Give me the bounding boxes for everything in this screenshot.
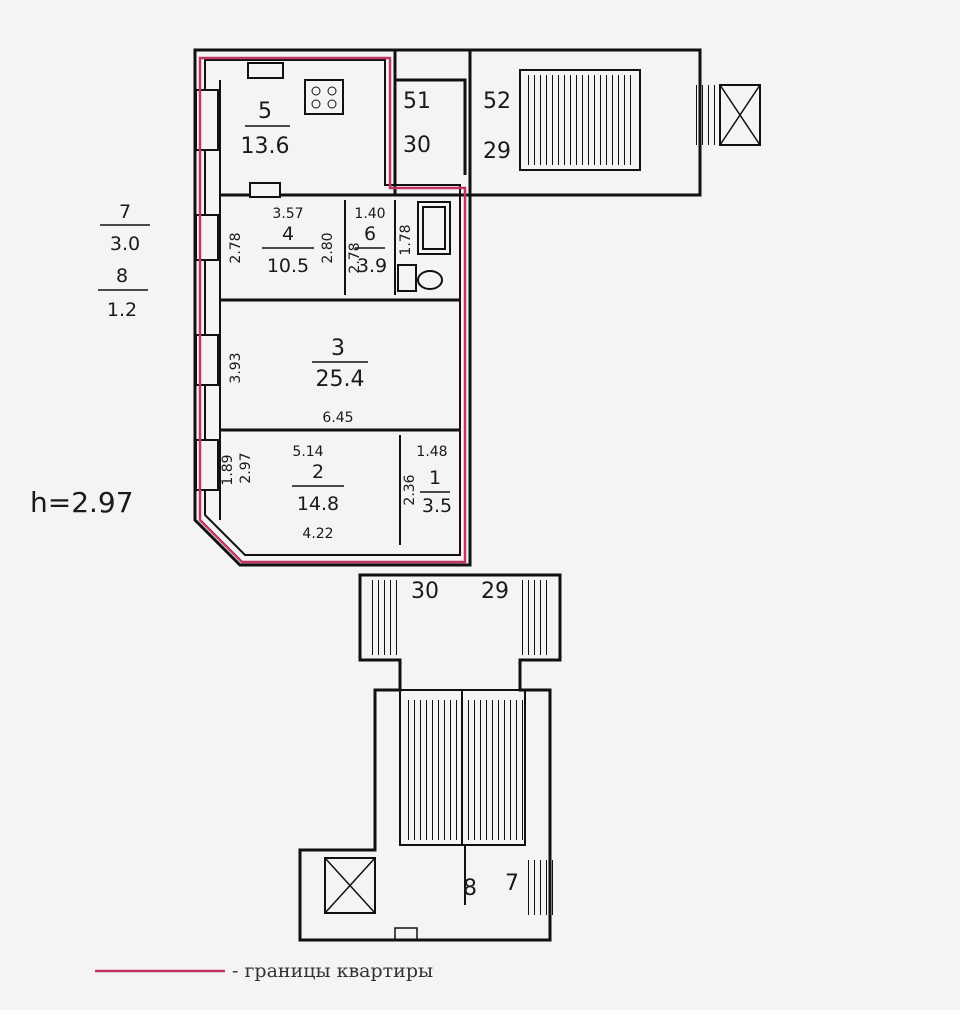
legend: - границы квартиры [95, 960, 433, 982]
room-5-label: 5 13.6 [241, 99, 290, 159]
apartment-boundary [198, 56, 467, 564]
bathtub-icon [417, 201, 451, 255]
svg-text:4: 4 [282, 223, 294, 245]
svg-text:1.78: 1.78 [398, 224, 414, 255]
ceiling-height-note: h=2.97 [30, 486, 134, 519]
room-6-label: 6 3.9 [355, 223, 387, 277]
svg-text:29: 29 [483, 139, 511, 164]
svg-text:1.2: 1.2 [107, 299, 137, 321]
windows [195, 62, 284, 491]
svg-text:1: 1 [429, 467, 441, 489]
svg-text:2.97: 2.97 [238, 452, 254, 483]
svg-text:3.57: 3.57 [272, 206, 303, 222]
svg-text:4.22: 4.22 [302, 526, 333, 542]
svg-text:2.78: 2.78 [228, 232, 244, 263]
svg-text:3.5: 3.5 [422, 495, 452, 517]
svg-text:2: 2 [312, 461, 324, 483]
svg-text:3: 3 [331, 336, 345, 361]
room-1-label: 1 3.5 [420, 467, 452, 517]
window-vestibule-right [520, 580, 550, 655]
svg-text:2.36: 2.36 [402, 474, 418, 505]
svg-text:25.4: 25.4 [316, 367, 365, 392]
room-3-label: 3 25.4 [312, 336, 368, 392]
svg-text:3.0: 3.0 [110, 233, 140, 255]
svg-text:30: 30 [403, 133, 431, 158]
svg-text:13.6: 13.6 [241, 134, 290, 159]
svg-text:2.80: 2.80 [320, 232, 336, 263]
window-stair-lower [525, 860, 555, 915]
svg-text:7: 7 [119, 201, 131, 223]
svg-text:8: 8 [116, 265, 128, 287]
stairs-lower-right [468, 700, 523, 840]
svg-text:6: 6 [364, 223, 376, 245]
room-4-label: 4 10.5 [262, 223, 314, 277]
svg-text:7: 7 [505, 871, 519, 896]
side-note-8: 8 1.2 [98, 265, 148, 321]
stairs-upper [525, 75, 635, 165]
svg-text:3.9: 3.9 [357, 255, 387, 277]
stairs-lower-left [404, 700, 459, 840]
svg-text:29: 29 [481, 579, 509, 604]
side-note-7: 7 3.0 [100, 201, 150, 255]
svg-text:6.45: 6.45 [322, 410, 353, 426]
toilet-icon [397, 264, 443, 292]
legend-text: - границы квартиры [232, 960, 433, 982]
svg-text:30: 30 [411, 579, 439, 604]
svg-text:3.93: 3.93 [228, 352, 244, 383]
window-stair-upper [695, 85, 720, 145]
svg-text:8: 8 [463, 876, 477, 901]
dimensions: 3.57 2.78 2.80 1.40 2.78 1.78 3.93 6.45 … [220, 206, 448, 542]
wall-marks: 51 52 30 29 30 29 8 7 [403, 89, 519, 901]
svg-text:14.8: 14.8 [297, 493, 339, 515]
window-vestibule-left [368, 580, 398, 655]
svg-text:1.48: 1.48 [416, 444, 447, 460]
svg-text:51: 51 [403, 89, 431, 114]
svg-text:52: 52 [483, 89, 511, 114]
stove-icon [304, 79, 344, 115]
svg-text:10.5: 10.5 [267, 255, 309, 277]
svg-text:5.14: 5.14 [292, 444, 323, 460]
room-2-label: 2 14.8 [292, 461, 344, 515]
svg-text:2.78: 2.78 [347, 242, 363, 273]
lower-stairwell [298, 573, 562, 942]
svg-text:5: 5 [258, 99, 272, 124]
svg-text:1.89: 1.89 [220, 454, 236, 485]
svg-text:1.40: 1.40 [354, 206, 385, 222]
